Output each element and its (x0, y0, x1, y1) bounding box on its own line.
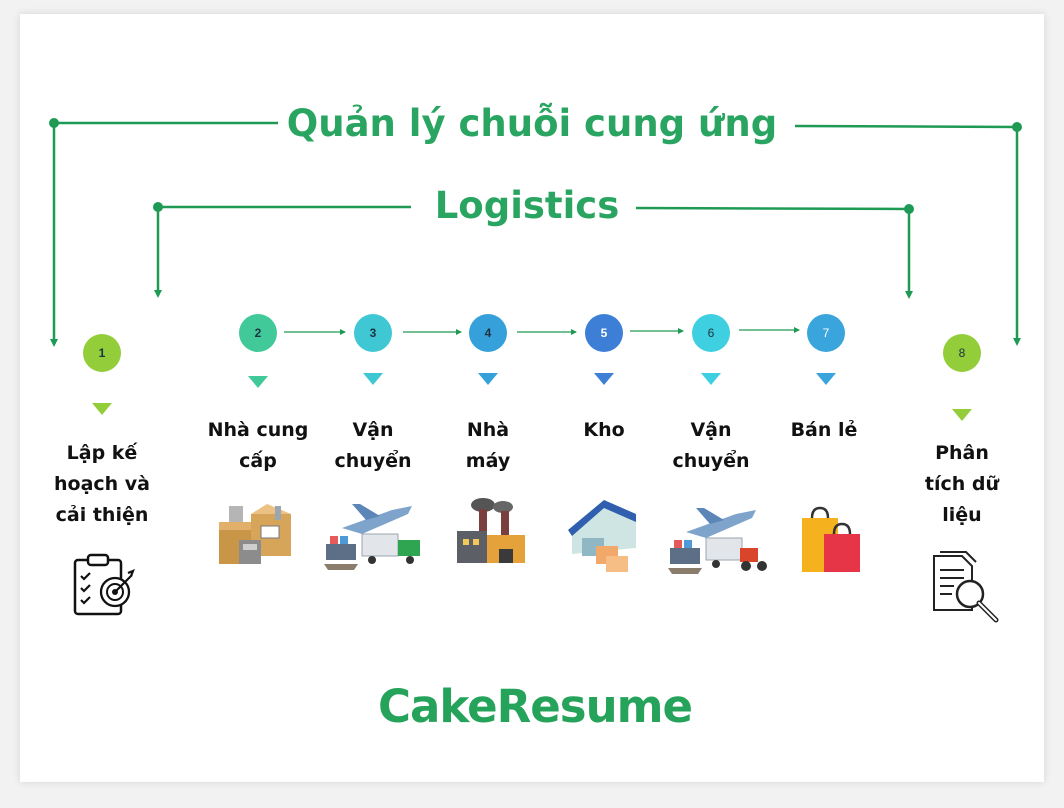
step-3-pointer (363, 373, 383, 385)
step-8-pointer (952, 409, 972, 421)
step-6-pointer (701, 373, 721, 385)
cakeresume-logo: CakeResume (378, 680, 693, 733)
step-5-pointer (594, 373, 614, 385)
document-search-icon (933, 551, 999, 623)
supply-chain-bracket (50, 121, 1021, 347)
factory-icon (457, 498, 525, 563)
clipboard-target-icon (73, 553, 135, 616)
warehouse-icon (568, 500, 636, 572)
diagram-card (20, 14, 1044, 782)
step-number-1: 1 (83, 334, 121, 372)
logistics-bracket (154, 205, 913, 299)
supply-chain-title: Quản lý chuỗi cung ứng (286, 102, 778, 145)
step-arrows (284, 327, 800, 335)
step-4-pointer (478, 373, 498, 385)
step-1-pointer (92, 403, 112, 415)
step-number-8: 8 (943, 334, 981, 372)
boxes-icon (219, 504, 291, 564)
transport-icon (668, 508, 767, 574)
logistics-title: Logistics (434, 184, 620, 227)
shopping-bags-icon (802, 506, 860, 572)
step-7-pointer (816, 373, 836, 385)
step-number-2: 2 (239, 314, 277, 352)
step-number-4: 4 (469, 314, 507, 352)
step-label-7: Bán lẻ (790, 419, 858, 441)
step-number-3: 3 (354, 314, 392, 352)
step-2-pointer (248, 376, 268, 388)
transport-icon (324, 504, 420, 570)
step-number-7: 7 (807, 314, 845, 352)
step-number-5: 5 (585, 314, 623, 352)
step-label-5: Kho (583, 419, 625, 441)
step-number-6: 6 (692, 314, 730, 352)
